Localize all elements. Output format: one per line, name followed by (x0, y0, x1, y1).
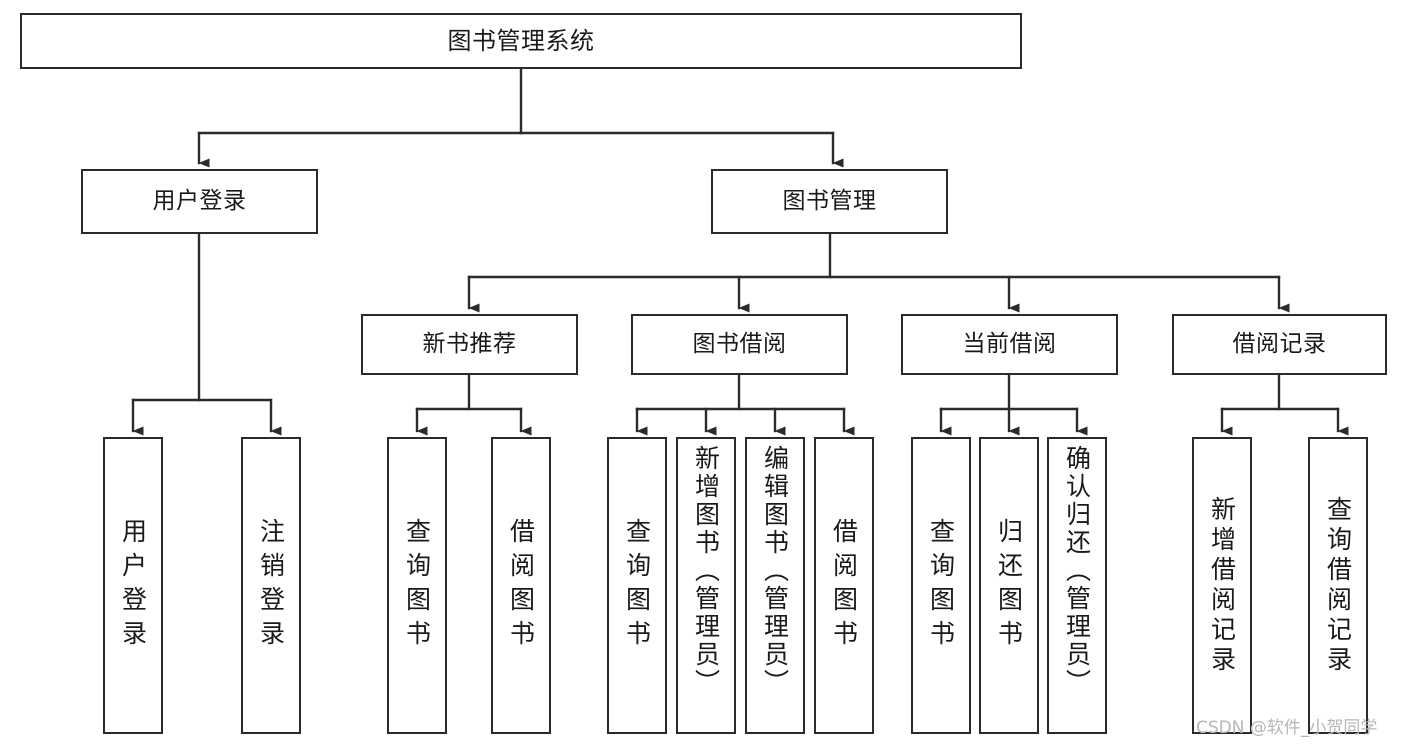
node-label: 查询借阅记录 (1323, 495, 1353, 676)
leaf-book-borrow-edit-book-admin[interactable]: 编辑图书（管理员） (745, 437, 805, 734)
node-label: 归还图书 (994, 517, 1024, 654)
leaf-new-book-query-books[interactable]: 查询图书 (387, 437, 447, 734)
node-label: 注销登录 (256, 517, 286, 654)
leaf-book-borrow-query-books[interactable]: 查询图书 (607, 437, 667, 734)
node-label: 用户登录 (152, 187, 247, 214)
node-label: 新增借阅记录 (1207, 495, 1237, 676)
node-label: 借阅图书 (506, 517, 536, 654)
node-label: 借阅记录 (1232, 330, 1327, 357)
node-label: 查询图书 (402, 517, 432, 654)
node-label: 用户登录 (118, 517, 148, 654)
leaf-current-borrow-confirm-return-admin[interactable]: 确认归还（管理员） (1047, 437, 1107, 734)
leaf-current-borrow-return-books[interactable]: 归还图书 (979, 437, 1039, 734)
node-current-borrow[interactable]: 当前借阅 (901, 314, 1118, 375)
node-label: 编辑图书（管理员） (760, 445, 790, 697)
node-book-management[interactable]: 图书管理 (711, 169, 948, 234)
leaf-user-login-signin[interactable]: 用户登录 (103, 437, 163, 734)
leaf-borrow-records-query-record[interactable]: 查询借阅记录 (1308, 437, 1368, 734)
node-label: 图书管理 (782, 187, 877, 214)
leaf-user-login-signout[interactable]: 注销登录 (241, 437, 301, 734)
node-borrow-records[interactable]: 借阅记录 (1172, 314, 1387, 375)
node-new-book-recommendation[interactable]: 新书推荐 (361, 314, 578, 375)
leaf-borrow-records-add-record[interactable]: 新增借阅记录 (1192, 437, 1252, 734)
node-user-login[interactable]: 用户登录 (81, 169, 318, 234)
node-label: 查询图书 (622, 517, 652, 654)
leaf-new-book-borrow-books[interactable]: 借阅图书 (491, 437, 551, 734)
node-root-book-management-system[interactable]: 图书管理系统 (20, 13, 1022, 69)
node-label: 新书推荐 (422, 330, 517, 357)
node-label: 确认归还（管理员） (1062, 445, 1092, 697)
node-book-borrow[interactable]: 图书借阅 (631, 314, 848, 375)
node-label: 新增图书（管理员） (691, 445, 721, 697)
leaf-current-borrow-query-books[interactable]: 查询图书 (911, 437, 971, 734)
node-label: 图书借阅 (692, 330, 787, 357)
node-label: 借阅图书 (829, 517, 859, 654)
node-label: 当前借阅 (962, 330, 1057, 357)
leaf-book-borrow-borrow-books[interactable]: 借阅图书 (814, 437, 874, 734)
leaf-book-borrow-add-book-admin[interactable]: 新增图书（管理员） (676, 437, 736, 734)
csdn-watermark: CSDN @软件_小贺同学 (1196, 718, 1378, 738)
node-label: 图书管理系统 (447, 26, 595, 55)
node-label: 查询图书 (926, 517, 956, 654)
